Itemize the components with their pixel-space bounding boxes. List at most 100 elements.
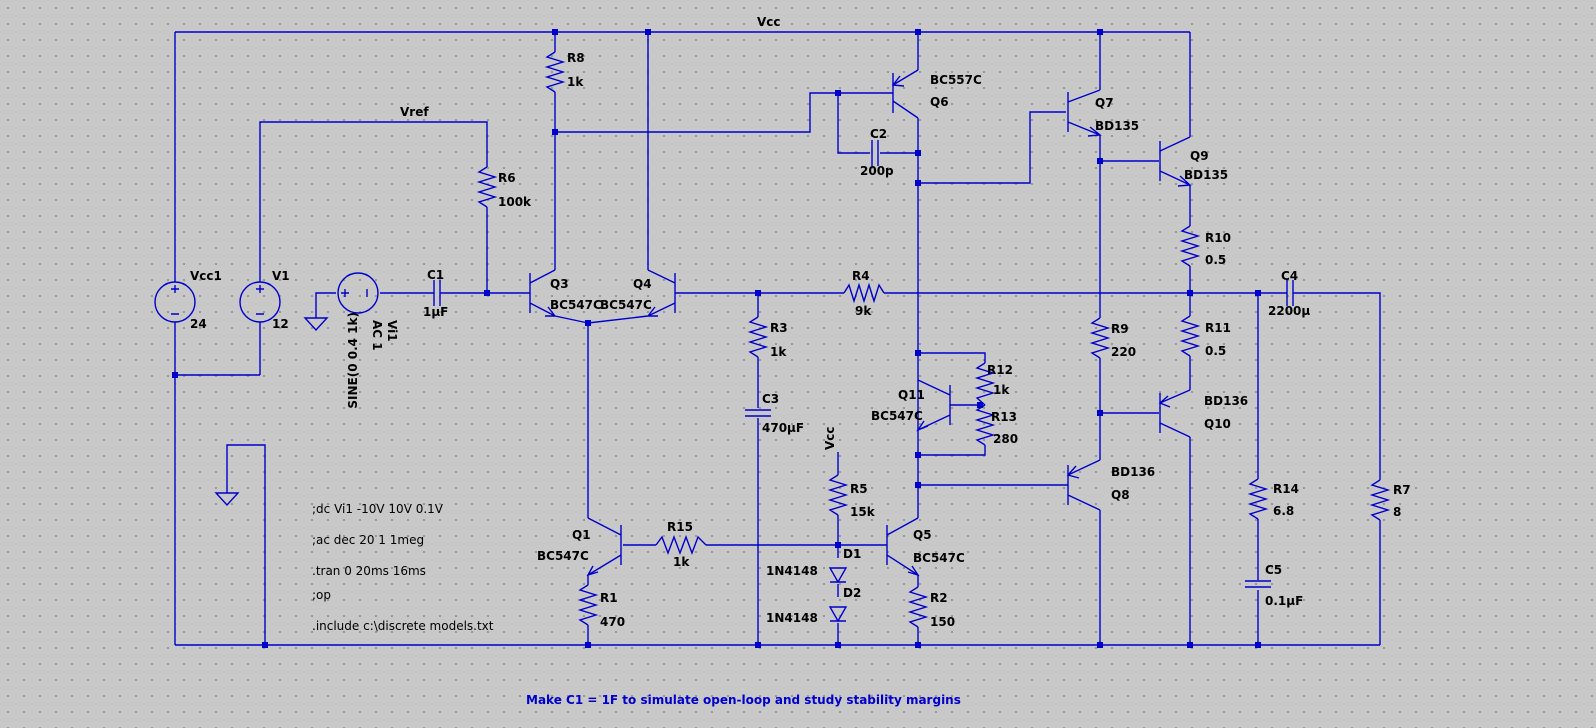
c3-value: 470µF <box>762 421 804 435</box>
q8-name: Q8 <box>1111 488 1130 502</box>
resistor-r6[interactable] <box>476 166 498 208</box>
r1-value: 470 <box>600 615 625 629</box>
r13-name: R13 <box>991 410 1017 424</box>
resistor-r15[interactable] <box>655 535 707 555</box>
c1-name: C1 <box>427 268 444 282</box>
resistor-r9[interactable] <box>1089 317 1111 359</box>
r8-value: 1k <box>567 75 584 89</box>
transistor-q10[interactable] <box>1158 389 1191 438</box>
transistor-q5[interactable] <box>886 517 920 577</box>
r3-name: R3 <box>770 321 788 335</box>
capacitor-c1[interactable] <box>432 280 442 306</box>
directive-dc[interactable]: ;dc Vi1 -10V 10V 0.1V <box>312 502 444 516</box>
r15-value: 1k <box>673 555 690 569</box>
resistor-r8[interactable] <box>544 51 566 93</box>
r3-value: 1k <box>770 345 787 359</box>
resistor-r11[interactable] <box>1179 315 1201 357</box>
vcc1-name: Vcc1 <box>190 269 222 283</box>
directive-tran[interactable]: .tran 0 20ms 16ms <box>312 564 426 578</box>
c4-value: 2200µ <box>1268 304 1310 318</box>
resistor-r2[interactable] <box>907 586 929 628</box>
transistor-q3[interactable] <box>529 269 589 324</box>
r5-value: 15k <box>850 505 876 519</box>
r12-name: R12 <box>987 363 1013 377</box>
r4-value: 9k <box>855 304 872 318</box>
r7-value: 8 <box>1393 505 1401 519</box>
capacitor-c5[interactable] <box>1245 580 1271 588</box>
r5-name: R5 <box>850 482 868 496</box>
q5-name: Q5 <box>913 528 932 542</box>
ground-symbol[interactable] <box>214 492 240 507</box>
c3-name: C3 <box>762 392 779 406</box>
c4-name: C4 <box>1281 269 1298 283</box>
directive-include[interactable]: .include c:\discrete models.txt <box>312 619 494 633</box>
d1-value: 1N4148 <box>766 564 818 578</box>
directive-op[interactable]: ;op <box>312 588 331 602</box>
diode-d2[interactable] <box>828 606 848 623</box>
resistor-r1[interactable] <box>577 584 599 626</box>
transistor-q1[interactable] <box>586 517 622 577</box>
resistor-r14[interactable] <box>1247 478 1269 520</box>
q5-model: BC547C <box>913 551 965 565</box>
capacitor-c3[interactable] <box>745 409 771 417</box>
vcc1-value: 24 <box>190 317 207 331</box>
q10-model: BD136 <box>1204 394 1248 408</box>
transistor-q11[interactable] <box>916 379 951 432</box>
resistor-r10[interactable] <box>1179 225 1201 267</box>
vi1-ac: AC 1 <box>370 320 384 351</box>
ground-symbol[interactable] <box>303 317 329 332</box>
diode-d1[interactable] <box>828 567 848 584</box>
r7-name: R7 <box>1393 483 1411 497</box>
source-vcc1[interactable] <box>154 281 196 323</box>
c5-name: C5 <box>1265 563 1282 577</box>
q6-name: Q6 <box>930 95 949 109</box>
r2-value: 150 <box>930 615 955 629</box>
transistor-q9[interactable] <box>1159 136 1192 187</box>
source-vi1[interactable] <box>337 272 379 314</box>
resistor-r13[interactable] <box>974 404 996 446</box>
c5-value: 0.1µF <box>1265 594 1303 608</box>
transistor-q8[interactable] <box>1066 459 1101 511</box>
transistor-q4[interactable] <box>587 269 676 324</box>
net-label-vref: Vref <box>400 105 429 119</box>
q1-name: Q1 <box>572 528 591 542</box>
r12-value: 1k <box>993 383 1010 397</box>
r14-name: R14 <box>1273 482 1299 496</box>
r10-name: R10 <box>1205 231 1231 245</box>
resistor-r7[interactable] <box>1369 479 1391 521</box>
q10-name: Q10 <box>1204 417 1231 431</box>
resistor-r5[interactable] <box>827 474 849 516</box>
transistor-q7[interactable] <box>1067 89 1102 137</box>
vi1-sine: SINE(0 0.4 1k) <box>346 312 360 409</box>
d2-name: D2 <box>843 586 861 600</box>
r9-value: 220 <box>1111 345 1136 359</box>
r10-value: 0.5 <box>1205 253 1226 267</box>
capacitor-c2[interactable] <box>871 140 879 166</box>
capacitor-c4[interactable] <box>1282 280 1298 306</box>
r15-name: R15 <box>667 520 693 534</box>
directive-ac[interactable]: ;ac dec 20 1 1meg <box>312 533 424 547</box>
resistor-r3[interactable] <box>747 316 769 358</box>
resistor-r4[interactable] <box>843 282 885 304</box>
q3-name: Q3 <box>550 277 569 291</box>
vi1-name: Vi1 <box>385 320 399 342</box>
q3-model: BC547C <box>550 298 602 312</box>
r6-name: R6 <box>498 171 516 185</box>
q11-model: BC547C <box>871 409 923 423</box>
r8-name: R8 <box>567 51 585 65</box>
q8-model: BD136 <box>1111 465 1155 479</box>
q6-model: BC557C <box>930 73 982 87</box>
r11-value: 0.5 <box>1205 344 1226 358</box>
q7-model: BD135 <box>1095 119 1139 133</box>
source-v1[interactable] <box>239 281 281 323</box>
q9-name: Q9 <box>1190 149 1209 163</box>
comment-note[interactable]: Make C1 = 1F to simulate open-loop and s… <box>526 693 961 707</box>
r2-name: R2 <box>930 591 948 605</box>
d1-name: D1 <box>843 547 861 561</box>
spice-directives[interactable]: ;dc Vi1 -10V 10V 0.1V ;ac dec 20 1 1meg … <box>312 502 494 633</box>
resistor-r12[interactable] <box>974 362 996 406</box>
r9-name: R9 <box>1111 322 1129 336</box>
transistor-q6[interactable] <box>838 69 919 119</box>
r4-name: R4 <box>852 269 870 283</box>
